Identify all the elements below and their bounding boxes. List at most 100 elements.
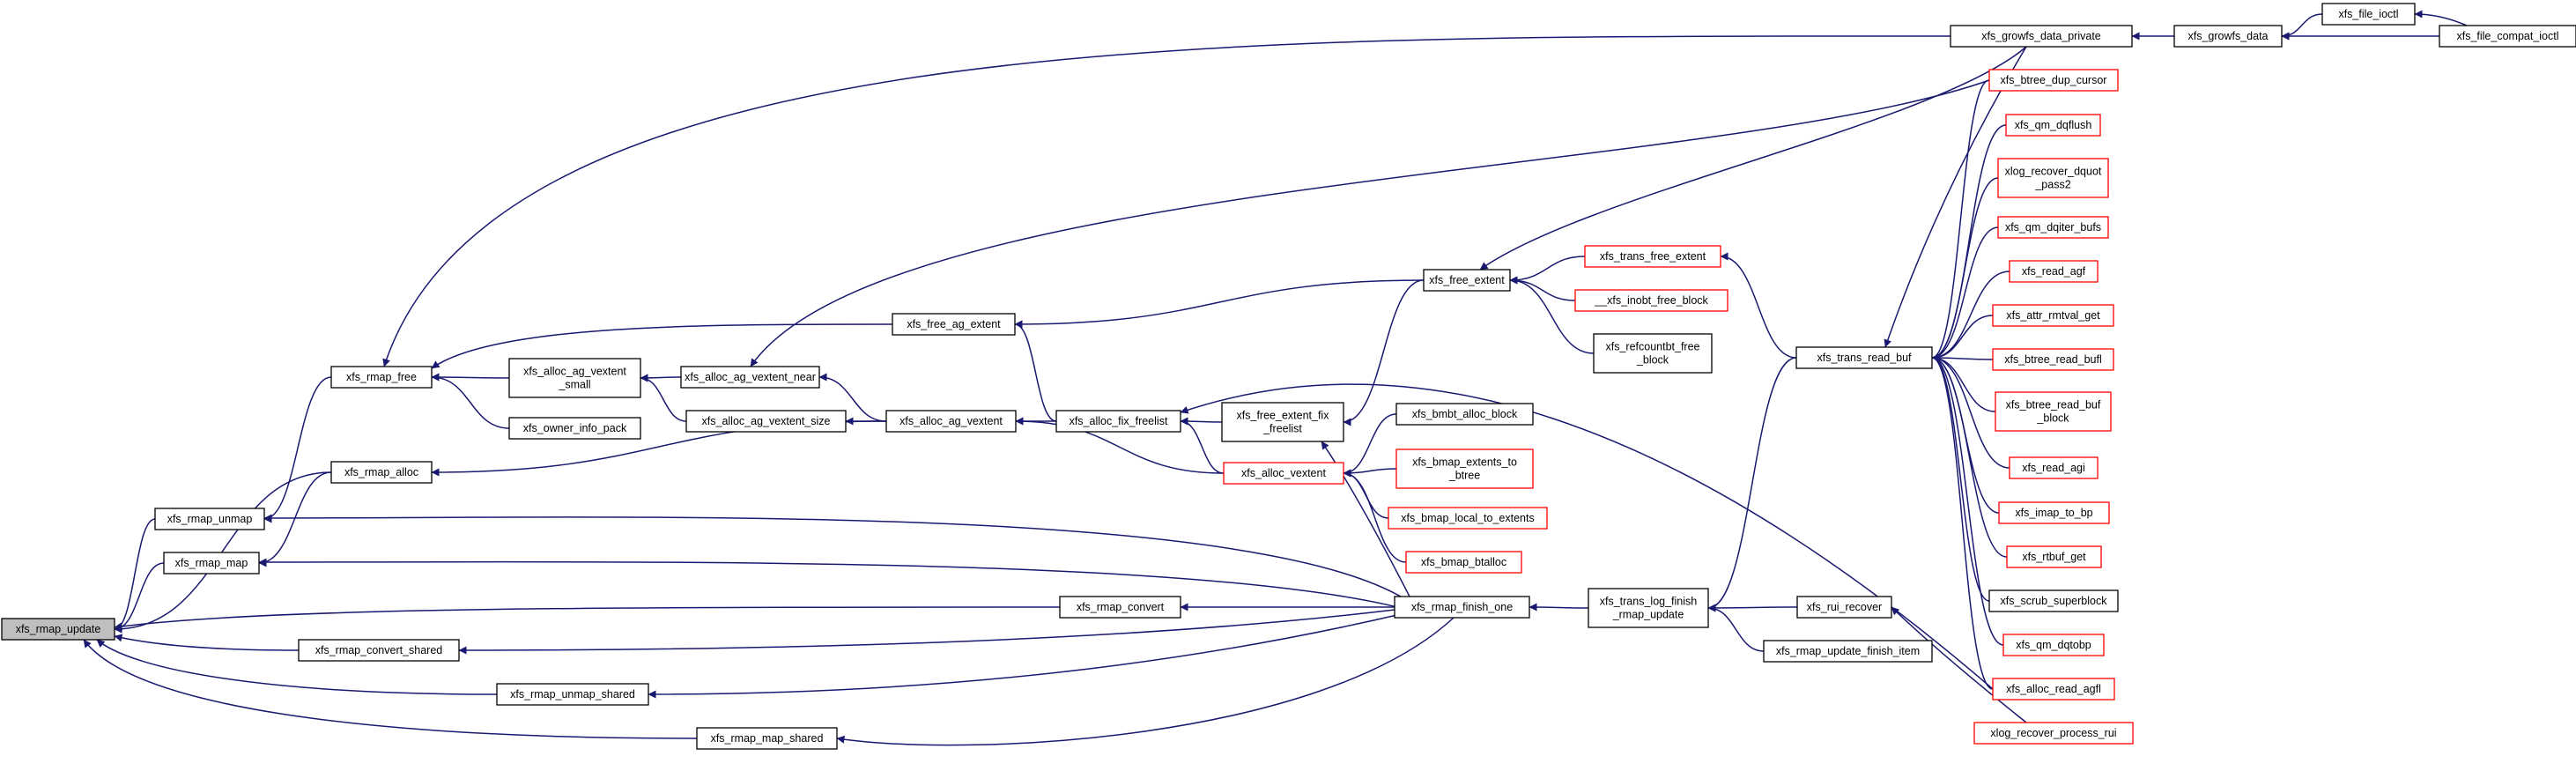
node-alloc-ag-vextent-size[interactable]: xfs_alloc_ag_vextent_size <box>685 410 847 433</box>
node-read-agi[interactable]: xfs_read_agi <box>2009 456 2099 479</box>
node-label: xfs_file_ioctl <box>2338 8 2398 20</box>
node-alloc-vextent[interactable]: xfs_alloc_vextent <box>1223 462 1344 485</box>
node-rui-recover[interactable]: xfs_rui_recover <box>1796 596 1892 619</box>
node-label: xfs_bmbt_alloc_block <box>1412 408 1518 420</box>
node-rtbuf-get[interactable]: xfs_rtbuf_get <box>2006 545 2102 568</box>
edge-growfs_data_private-to-rmap_free <box>382 35 1951 367</box>
edge-btree_dup_cursor-to-alloc_ag_vextent_near <box>750 79 1990 367</box>
node-growfs-data-private[interactable]: xfs_growfs_data_private <box>1950 25 2133 48</box>
node-box <box>1395 449 1534 489</box>
node-free-extent[interactable]: xfs_free_extent <box>1423 269 1511 292</box>
edge-alloc_ag_vextent_near-to-alloc_ag_vextent_small <box>640 374 682 382</box>
node-scrub-superblock[interactable]: xfs_scrub_superblock <box>1988 589 2119 612</box>
node-box <box>1059 596 1181 619</box>
node-rmap-unmap-shared[interactable]: xfs_rmap_unmap_shared <box>496 683 649 706</box>
node-rmap-unmap[interactable]: xfs_rmap_unmap <box>154 508 265 530</box>
edge-rmap_finish_one-to-free_extent_fix_freelist <box>1321 441 1410 597</box>
node-refcountbt-free-block[interactable]: xfs_refcountbt_free_block <box>1593 333 1713 374</box>
node-attr-rmtval-get[interactable]: xfs_attr_rmtval_get <box>1992 304 2114 327</box>
node-label: xfs_growfs_data <box>2187 30 2268 42</box>
edge-alloc_vextent-to-alloc_fix_freelist <box>1180 417 1225 474</box>
node-free-ag-extent[interactable]: xfs_free_ag_extent <box>892 313 1016 336</box>
node-alloc-ag-vextent[interactable]: xfs_alloc_ag_vextent <box>885 410 1017 433</box>
node-box <box>1795 346 1933 369</box>
edge-alloc_vextent-to-alloc_ag_vextent <box>1015 417 1225 474</box>
node-xlog-recover-process-rui[interactable]: xlog_recover_process_rui <box>1973 722 2134 745</box>
node-btree-read-buf-block[interactable]: xfs_btree_read_buf_block <box>1995 391 2112 432</box>
node-label: xfs_read_agi <box>2022 462 2085 474</box>
node-alloc-fix-freelist[interactable]: xfs_alloc_fix_freelist <box>1055 410 1181 433</box>
node-box <box>2173 25 2283 48</box>
node-btree-dup-cursor[interactable]: xfs_btree_dup_cursor <box>1988 69 2119 92</box>
node-label: xfs_free_extent_fix <box>1237 409 1330 421</box>
node-xlog-recover-dquot-pass2[interactable]: xlog_recover_dquot_pass2 <box>1997 158 2109 198</box>
node-box <box>1395 403 1534 426</box>
node-bmap-btalloc[interactable]: xfs_bmap_btalloc <box>1405 551 1522 574</box>
node-free-extent-fix-freelist[interactable]: xfs_free_extent_fix_freelist <box>1221 402 1344 442</box>
edge-free_ag_extent-to-rmap_free <box>431 323 893 369</box>
node-box <box>496 683 649 706</box>
node-alloc-ag-vextent-near[interactable]: xfs_alloc_ag_vextent_near <box>680 366 820 389</box>
edge-btree_read_bufl-to-trans_read_buf <box>1931 353 1994 362</box>
edge-rmap_convert_shared-to-rmap_update <box>114 634 300 651</box>
edge-rmap_finish_one-to-rmap_unmap <box>263 514 1402 597</box>
node-label: xfs_qm_dqflush <box>2015 119 2092 131</box>
node-btree-read-bufl[interactable]: xfs_btree_read_bufl <box>1992 348 2114 371</box>
node-rmap-update-finish-item[interactable]: xfs_rmap_update_finish_item <box>1763 640 1933 663</box>
node-label: xfs_growfs_data_private <box>1981 30 2101 42</box>
node-rmap-update[interactable]: xfs_rmap_update <box>1 618 115 641</box>
node-rmap-finish-one[interactable]: xfs_rmap_finish_one <box>1394 596 1530 619</box>
node-qm-dqiter-bufs[interactable]: xfs_qm_dqiter_bufs <box>1997 216 2109 239</box>
node-file-compat-ioctl[interactable]: xfs_file_compat_ioctl <box>2439 25 2576 48</box>
node-rmap-alloc[interactable]: xfs_rmap_alloc <box>330 461 433 484</box>
edge-rmap_finish_one-to-rmap_map <box>258 558 1402 609</box>
node-label: xfs_bmap_local_to_extents <box>1401 512 1534 524</box>
node-rmap-convert[interactable]: xfs_rmap_convert <box>1059 596 1181 619</box>
node-rmap-map-shared[interactable]: xfs_rmap_map_shared <box>696 727 838 750</box>
node-label: xlog_recover_dquot <box>2005 165 2102 177</box>
node-box <box>163 552 260 575</box>
node-trans-free-extent[interactable]: xfs_trans_free_extent <box>1584 245 1721 268</box>
node-label: xfs_alloc_read_agfl <box>2006 683 2101 695</box>
edge-rmap_update_finish_item-to-trans_log_finish_rmap_update <box>1707 604 1765 652</box>
edge-alloc_ag_vextent-to-alloc_ag_vextent_near <box>818 373 887 422</box>
node-bmap-local-to-extents[interactable]: xfs_bmap_local_to_extents <box>1388 507 1548 530</box>
edge-rmap_finish_one-to-rmap_unmap_shared <box>648 613 1402 699</box>
edge-read_agi-to-trans_read_buf <box>1931 353 2010 469</box>
node-growfs-data[interactable]: xfs_growfs_data <box>2173 25 2283 48</box>
node-label: xfs_qm_dqiter_bufs <box>2005 221 2101 234</box>
node-read-agf[interactable]: xfs_read_agf <box>2009 260 2099 283</box>
node-qm-dqtobp[interactable]: xfs_qm_dqtobp <box>2002 634 2105 656</box>
node-label: xfs_rtbuf_get <box>2022 551 2086 563</box>
node-label: xfs_btree_dup_cursor <box>2001 74 2107 86</box>
node-bmap-extents-to-btree[interactable]: xfs_bmap_extents_to_btree <box>1395 449 1534 489</box>
node-qm-dqflush[interactable]: xfs_qm_dqflush <box>2005 114 2101 137</box>
node-inobt-free-block[interactable]: __xfs_inobt_free_block <box>1574 289 1728 312</box>
node-trans-log-finish-rmap-update[interactable]: xfs_trans_log_finish_rmap_update <box>1588 588 1709 628</box>
node-box <box>1423 269 1511 292</box>
node-file-ioctl[interactable]: xfs_file_ioctl <box>2321 3 2416 26</box>
node-box <box>330 366 433 389</box>
node-label: xfs_rmap_unmap_shared <box>510 688 635 701</box>
node-label: xfs_alloc_vextent <box>1241 467 1326 479</box>
node-label: xfs_rmap_map <box>175 557 248 569</box>
node-imap-to-bp[interactable]: xfs_imap_to_bp <box>1998 501 2110 524</box>
node-owner-info-pack[interactable]: xfs_owner_info_pack <box>508 417 641 440</box>
node-label: xfs_rmap_convert <box>1077 601 1165 613</box>
node-label: xfs_owner_info_pack <box>523 422 627 434</box>
node-rmap-convert-shared[interactable]: xfs_rmap_convert_shared <box>298 639 460 662</box>
node-label: xfs_trans_read_buf <box>1817 352 1912 364</box>
node-alloc-read-agfl[interactable]: xfs_alloc_read_agfl <box>1992 678 2115 701</box>
node-label: _pass2 <box>2034 178 2070 190</box>
node-rmap-map[interactable]: xfs_rmap_map <box>163 552 260 575</box>
node-label: _btree <box>1448 469 1480 481</box>
node-label: _rmap_update <box>1612 608 1684 620</box>
node-alloc-ag-vextent-small[interactable]: xfs_alloc_ag_vextent_small <box>508 358 641 398</box>
node-rmap-free[interactable]: xfs_rmap_free <box>330 366 433 389</box>
node-bmbt-alloc-block[interactable]: xfs_bmbt_alloc_block <box>1395 403 1534 426</box>
node-label: xfs_rmap_update <box>16 623 101 635</box>
node-label: xfs_rmap_alloc <box>344 466 418 478</box>
edge-btree_dup_cursor-to-trans_read_buf <box>1931 79 1990 362</box>
node-trans-read-buf[interactable]: xfs_trans_read_buf <box>1795 346 1933 369</box>
